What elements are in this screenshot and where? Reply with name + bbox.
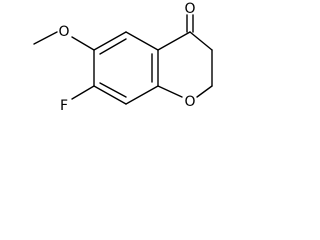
bond-c7-c8	[93, 85, 127, 105]
chemical-structure-diagram: O O O F	[33, 1, 213, 114]
bond-c4a-c4	[157, 31, 191, 51]
carbonyl-oxygen-label: O	[184, 1, 195, 17]
bond-c6-o-methoxy	[71, 36, 95, 51]
fluoro-group	[71, 85, 95, 100]
ring-oxygen-label: O	[184, 94, 195, 110]
bond-c2-o1	[196, 85, 213, 98]
bond-c4a-c5	[125, 31, 159, 51]
methoxy-group	[33, 31, 95, 51]
double-bond-c7-c8-inner	[99, 82, 127, 98]
double-bond-c5-c6-inner	[99, 38, 127, 55]
carbonyl-group	[186, 14, 194, 33]
bond-o1-c8a	[157, 85, 183, 98]
bond-c7-f	[71, 85, 95, 100]
methoxy-oxygen-label: O	[58, 24, 69, 40]
fluorine-label: F	[60, 98, 68, 114]
bond-o-ch3	[33, 31, 58, 45]
bond-c5-c6	[93, 31, 127, 51]
bond-c4-c3	[189, 31, 213, 51]
bond-c8-c8a	[125, 85, 159, 105]
benzene-ring	[93, 31, 159, 105]
pyranone-ring	[157, 31, 213, 98]
